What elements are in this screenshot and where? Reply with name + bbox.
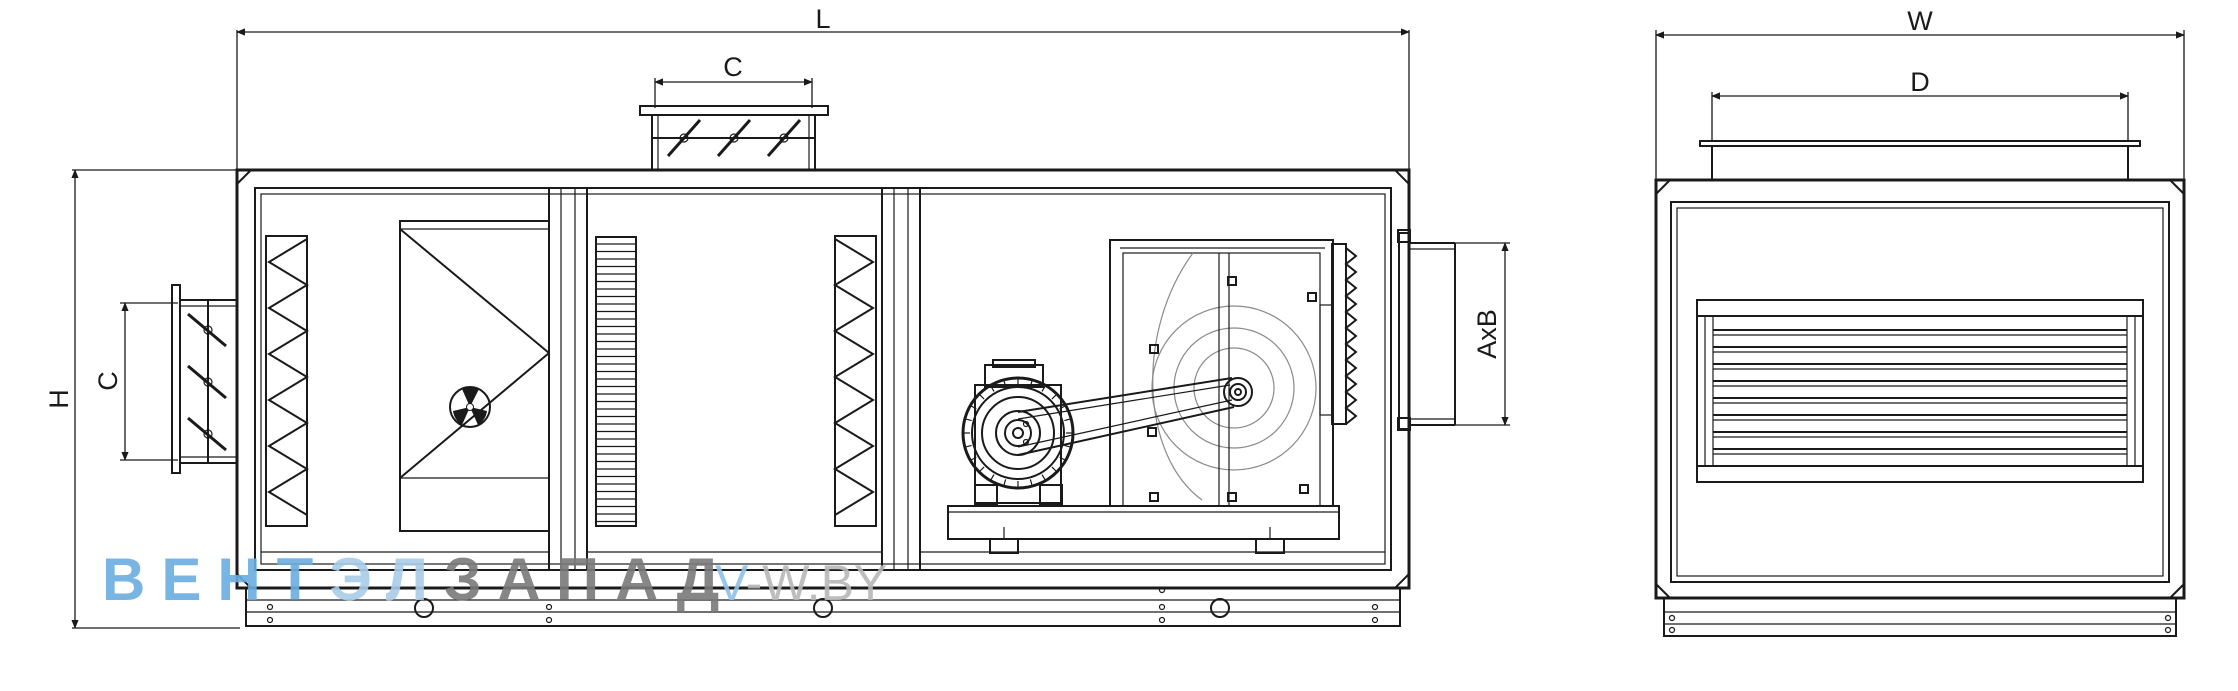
watermark-brand-part2: ЭЛ <box>329 546 444 613</box>
watermark: ВЕНТЭЛЗАПАД V-W.BY <box>102 546 887 613</box>
dimension-length: L <box>236 4 1410 170</box>
dimension-damper-left: C <box>93 302 178 461</box>
damper-blade <box>716 119 752 157</box>
svg-text:ВЕНТЭЛЗАПАД: ВЕНТЭЛЗАПАД <box>102 546 735 613</box>
grille-louvers <box>1713 329 2127 455</box>
front-grille <box>1696 299 2144 483</box>
svg-text:V-W.BY: V-W.BY <box>715 555 887 611</box>
base-hole <box>813 598 833 618</box>
panel-filter <box>833 235 877 527</box>
base-hole <box>1210 598 1230 618</box>
heat-recovery-section <box>399 220 550 532</box>
front-casing <box>1654 178 2186 637</box>
centrifugal-fan <box>1109 239 1358 507</box>
panel-filter <box>265 235 309 527</box>
heater-coil <box>595 236 637 527</box>
height-label: H <box>44 389 74 409</box>
outlet-label: AxB <box>1472 309 1502 359</box>
outlet-flange <box>1397 229 1456 431</box>
front-view: W D <box>1654 6 2186 637</box>
damper-blade <box>666 119 702 157</box>
length-label: L <box>815 4 830 34</box>
fan-symbol-icon <box>449 386 491 428</box>
damper-blade <box>187 364 227 400</box>
watermark-site-part2: -W.BY <box>746 555 888 611</box>
watermark-brand-part1: ВЕНТ <box>102 546 329 613</box>
damper-blade <box>766 119 802 157</box>
width-label: W <box>1907 6 1933 36</box>
left-damper <box>171 284 237 474</box>
dimension-width: W <box>1655 6 2185 180</box>
dimension-roof-duct: D <box>1711 67 2129 142</box>
damper-blade <box>187 416 227 452</box>
dimension-height: H <box>44 169 240 629</box>
damper-left-label: C <box>93 371 123 391</box>
watermark-brand-part3: ЗАПАД <box>444 546 736 613</box>
watermark-site-part1: V <box>715 555 749 611</box>
top-damper <box>639 105 829 171</box>
fan-base-frame <box>947 505 1340 554</box>
damper-top-label: C <box>723 52 743 82</box>
roof-duct-label: D <box>1910 67 1930 97</box>
dimension-damper-top: C <box>654 52 813 108</box>
base-hole <box>414 598 434 618</box>
dimension-outlet: AxB <box>1410 242 1510 426</box>
damper-blade <box>187 312 227 348</box>
side-view: L H C C AxB <box>44 4 1510 629</box>
electric-motor <box>961 359 1075 506</box>
section-dividers <box>261 187 1385 571</box>
